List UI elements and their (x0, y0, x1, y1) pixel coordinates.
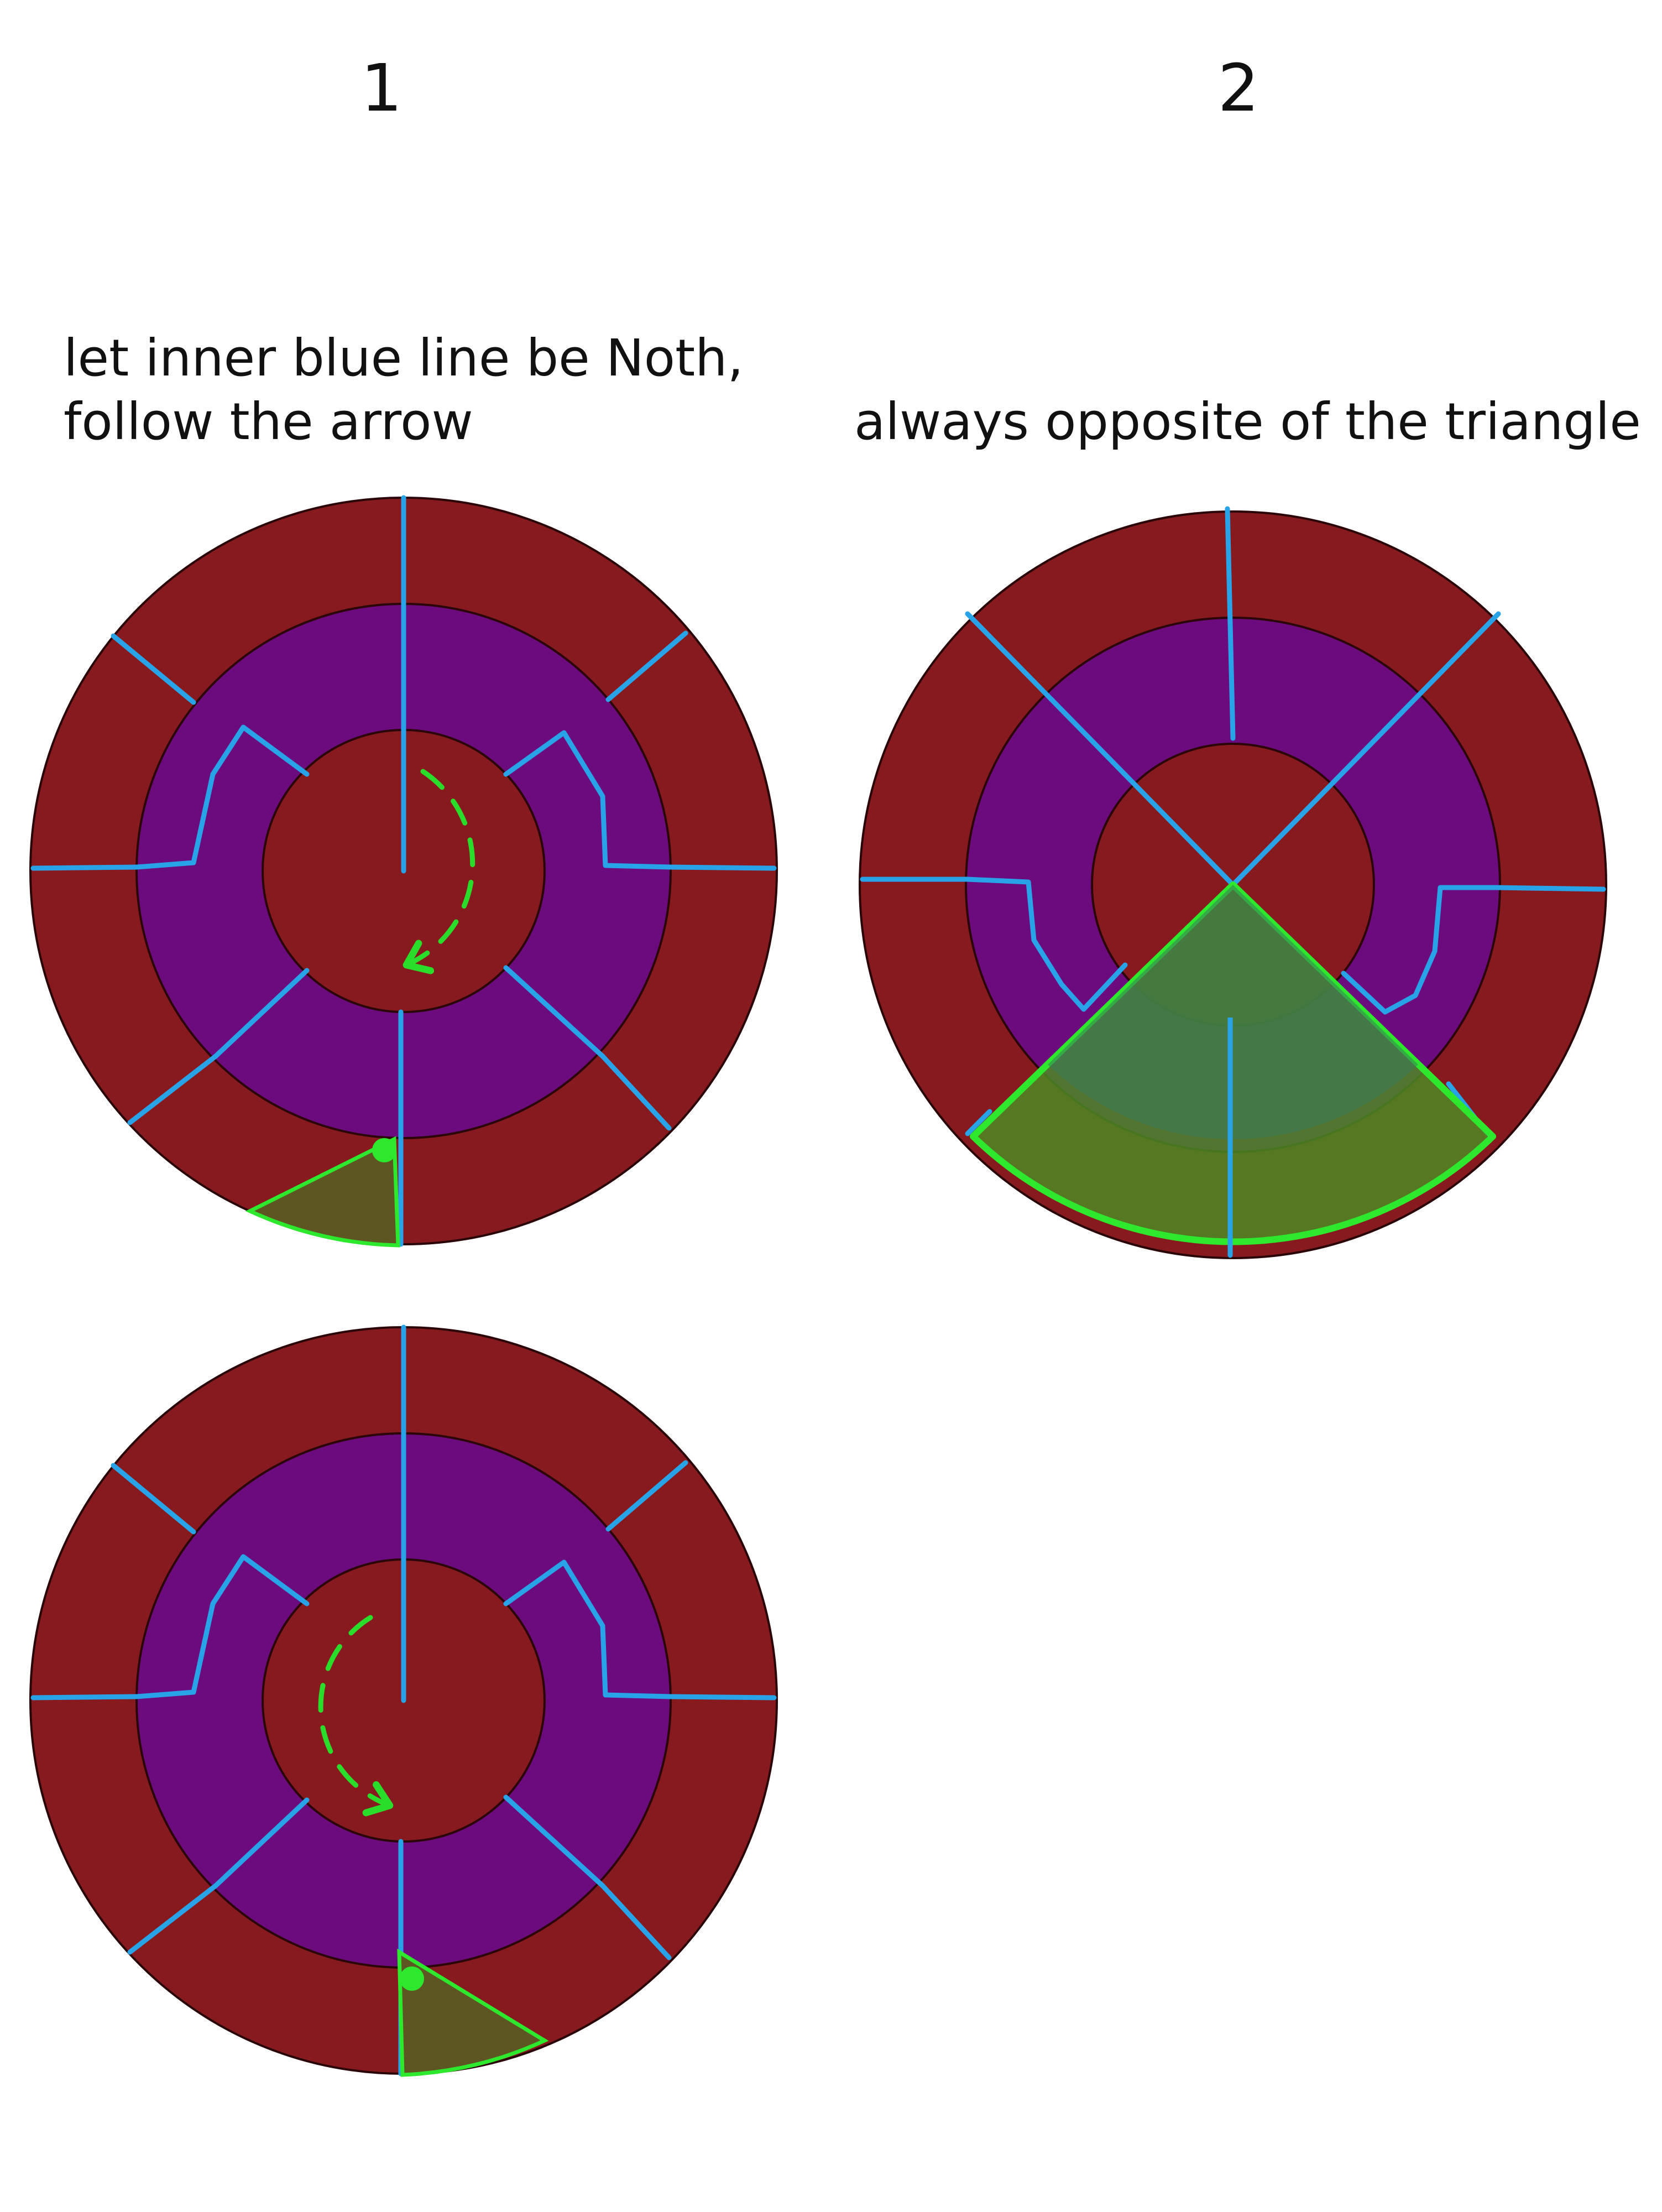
divider-lines (30, 495, 777, 1247)
triangle-marker (397, 1948, 549, 2077)
panel-2-caption: always opposite of the triangle (854, 392, 1641, 451)
panel-1-number: 1 (360, 50, 403, 126)
panel-2-number: 2 (1217, 50, 1259, 126)
wheel-1a (29, 495, 778, 1248)
green-sector-highlight (970, 881, 1496, 1255)
wheel-2 (859, 506, 1607, 1259)
divider-lines (860, 506, 1606, 1258)
green-dot-marker (400, 1966, 424, 1991)
wheel-1b (29, 1324, 778, 2077)
triangle-marker (245, 1136, 400, 1248)
green-dot-marker (372, 1138, 396, 1162)
panel-1-caption: let inner blue line be Noth, follow the … (64, 328, 744, 451)
